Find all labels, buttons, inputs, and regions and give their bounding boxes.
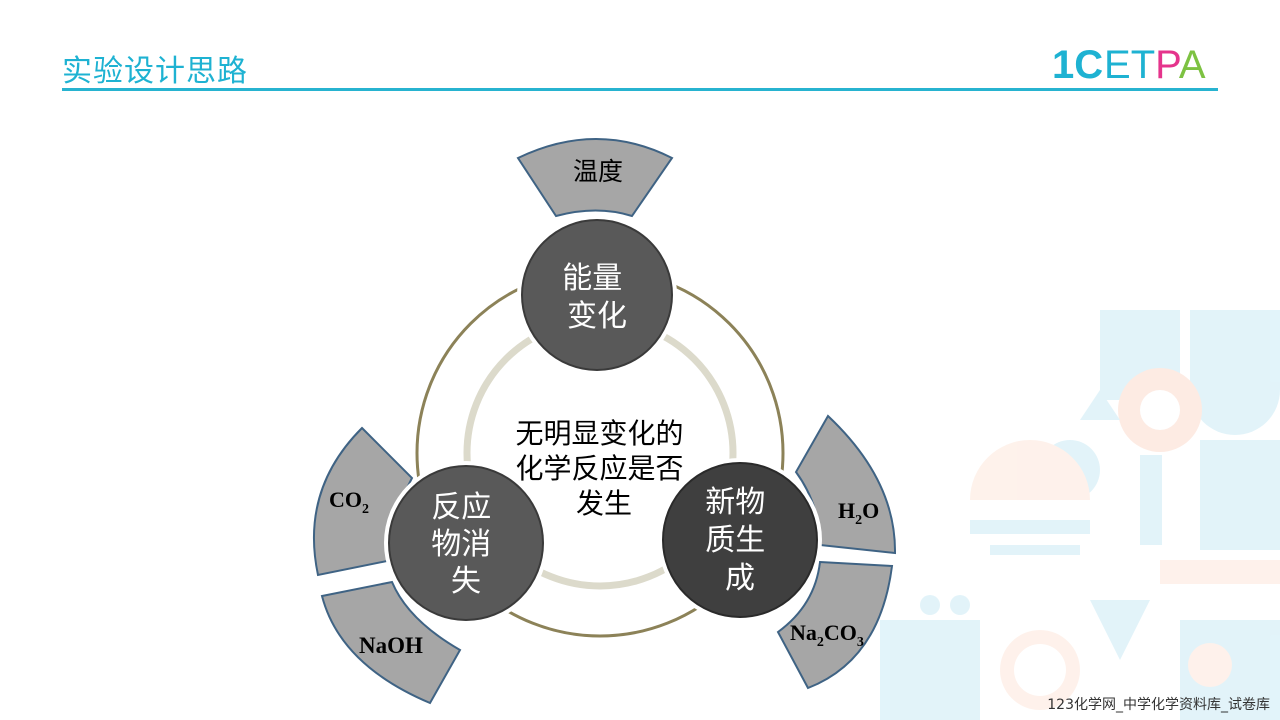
- node-reactant-disappears: 反应 物消 失: [384, 461, 548, 625]
- footer-watermark: 123化学网_中学化学资料库_试卷库: [1047, 697, 1270, 713]
- node-energy-label: 能量 变化: [562, 261, 632, 334]
- node-new-substance: 新物 质生 成: [658, 458, 822, 622]
- tab-h2o-label: H2O: [838, 498, 879, 528]
- etpa-logo: 1C ETPA: [1052, 43, 1206, 84]
- page-title: 实验设计思路: [62, 54, 248, 89]
- node-product-label: 新物 质生 成: [705, 485, 775, 596]
- node-energy-change: 能量 变化: [517, 215, 677, 375]
- tab-h2o: H2O: [794, 414, 897, 555]
- title-underline: [62, 88, 1218, 91]
- tab-temperature: 温度: [516, 138, 674, 218]
- tab-naoh: NaOH: [320, 580, 462, 705]
- node-reactant-label: 反应 物消 失: [431, 490, 501, 599]
- logo-mark: 1C: [1052, 43, 1103, 84]
- tab-co2-label: CO2: [329, 487, 369, 517]
- tab-temperature-label: 温度: [573, 157, 623, 186]
- tab-naoh-label: NaOH: [359, 633, 423, 658]
- tab-na2co3: Na2CO3: [776, 560, 894, 690]
- logo-text: ETPA: [1104, 43, 1206, 84]
- tab-na2co3-label: Na2CO3: [790, 620, 864, 650]
- center-text: 无明显变化的 化学反应是否 发生: [516, 417, 693, 520]
